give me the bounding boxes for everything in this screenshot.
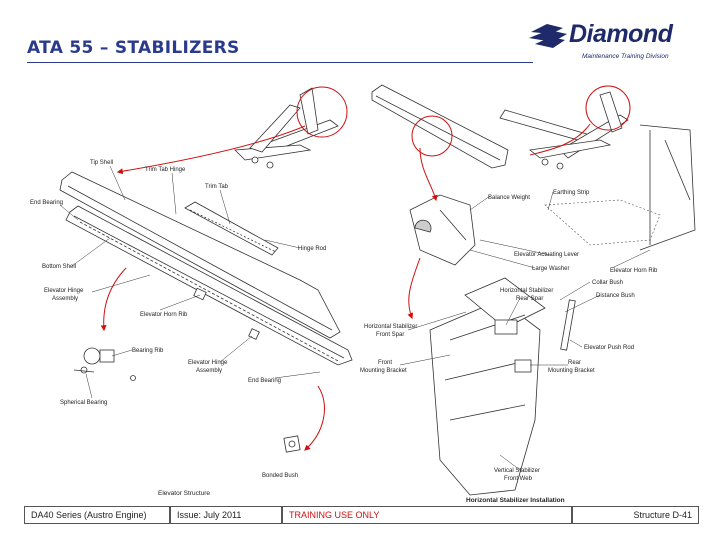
leader-lines bbox=[59, 165, 651, 471]
label-large-washer: Large Washer bbox=[532, 266, 569, 272]
label-distance-bush: Distance Bush bbox=[596, 293, 635, 299]
label-balance-weight: Balance Weight bbox=[488, 195, 530, 201]
diamond-logo: Diamond Maintenance Training Division bbox=[525, 20, 700, 65]
detail-circle-2 bbox=[411, 115, 453, 157]
page-title: ATA 55 – STABILIZERS bbox=[27, 38, 240, 58]
label-end-bearing-1: End Bearing bbox=[30, 200, 63, 206]
label-bonded-bush: Bonded Bush bbox=[262, 473, 298, 479]
detail-circle-1 bbox=[296, 86, 348, 138]
label-hinge-rod: Hinge Rod bbox=[298, 246, 326, 252]
label-tip-shell: Tip Shell bbox=[90, 160, 113, 166]
label-vs-front-web-b: Front Web bbox=[504, 476, 533, 482]
diamond-logo-icon bbox=[529, 24, 567, 48]
footer-issue: Issue: July 2011 bbox=[170, 506, 282, 524]
label-hs-front-spar: Horizontal Stabilizer bbox=[364, 324, 417, 330]
footer-page: Structure D-41 bbox=[572, 506, 699, 524]
detail-circle-3 bbox=[585, 85, 631, 131]
label-elevator-horn-rib: Elevator Horn Rib bbox=[140, 312, 188, 318]
label-elevator-hinge-assembly-1b: Assembly bbox=[52, 296, 78, 302]
label-rear-mounting-bracket: Rear bbox=[568, 360, 581, 366]
title-rule bbox=[27, 62, 533, 63]
hinge-detail-illustration bbox=[409, 194, 476, 266]
label-elevator-hinge-assembly-2b: Assembly bbox=[196, 368, 222, 374]
caption-hs-installation: Horizontal Stabilizer Installation bbox=[466, 497, 565, 504]
caption-elevator-structure: Elevator Structure bbox=[158, 490, 210, 497]
label-rear-mounting-bracket-b: Mounting Bracket bbox=[548, 368, 595, 374]
label-elevator-actuating-lever: Elevator Actuating Lever bbox=[514, 252, 579, 258]
label-collar-bush: Collar Bush bbox=[592, 280, 623, 286]
label-trim-tab: Trim Tab bbox=[205, 184, 229, 190]
label-bottom-shell: Bottom Shell bbox=[42, 264, 76, 270]
footer-training: TRAINING USE ONLY bbox=[282, 506, 572, 524]
vertical-stabilizer-illustration bbox=[429, 277, 576, 496]
label-end-bearing-2: End Bearing bbox=[248, 378, 281, 384]
tail-frame-illustration bbox=[639, 124, 696, 251]
footer-series: DA40 Series (Austro Engine) bbox=[24, 506, 170, 524]
logo-subtitle: Maintenance Training Division bbox=[582, 53, 669, 60]
label-elevator-hinge-assembly-2: Elevator Hinge bbox=[188, 360, 228, 366]
footer-bar: DA40 Series (Austro Engine) Issue: July … bbox=[24, 506, 699, 526]
label-elevator-hinge-assembly-1: Elevator Hinge bbox=[44, 288, 84, 294]
horizontal-stabilizer-illustration bbox=[371, 84, 509, 169]
label-bearing-rib: Bearing Rib bbox=[132, 348, 164, 354]
label-hs-rear-spar: Horizontal Stabilizer bbox=[500, 288, 553, 294]
label-vs-front-web: Vertical Stabilizer bbox=[494, 468, 540, 474]
aircraft-illustration-left bbox=[234, 87, 339, 169]
logo-text: Diamond bbox=[569, 20, 673, 48]
callout-arrows bbox=[100, 123, 591, 451]
elevator-exploded-view bbox=[59, 171, 353, 453]
label-front-mounting-bracket: Front bbox=[378, 360, 392, 366]
label-elevator-push-rod: Elevator Push Rod bbox=[584, 345, 634, 351]
label-trim-tab-hinge: Trim Tab Hinge bbox=[145, 167, 186, 173]
label-front-mounting-bracket-b: Mounting Bracket bbox=[360, 368, 407, 374]
label-hs-front-spar-b: Front Spar bbox=[376, 332, 404, 338]
earthing-strip-illustration bbox=[544, 199, 661, 246]
aircraft-illustration-right bbox=[499, 91, 629, 170]
label-earthing-strip: Earthing Strip bbox=[553, 190, 590, 196]
label-elevator-horn-rib-2: Elevator Horn Rib bbox=[610, 268, 658, 274]
label-spherical-bearing: Spherical Bearing bbox=[60, 400, 107, 406]
label-hs-rear-spar-b: Rear Spar bbox=[516, 296, 543, 302]
